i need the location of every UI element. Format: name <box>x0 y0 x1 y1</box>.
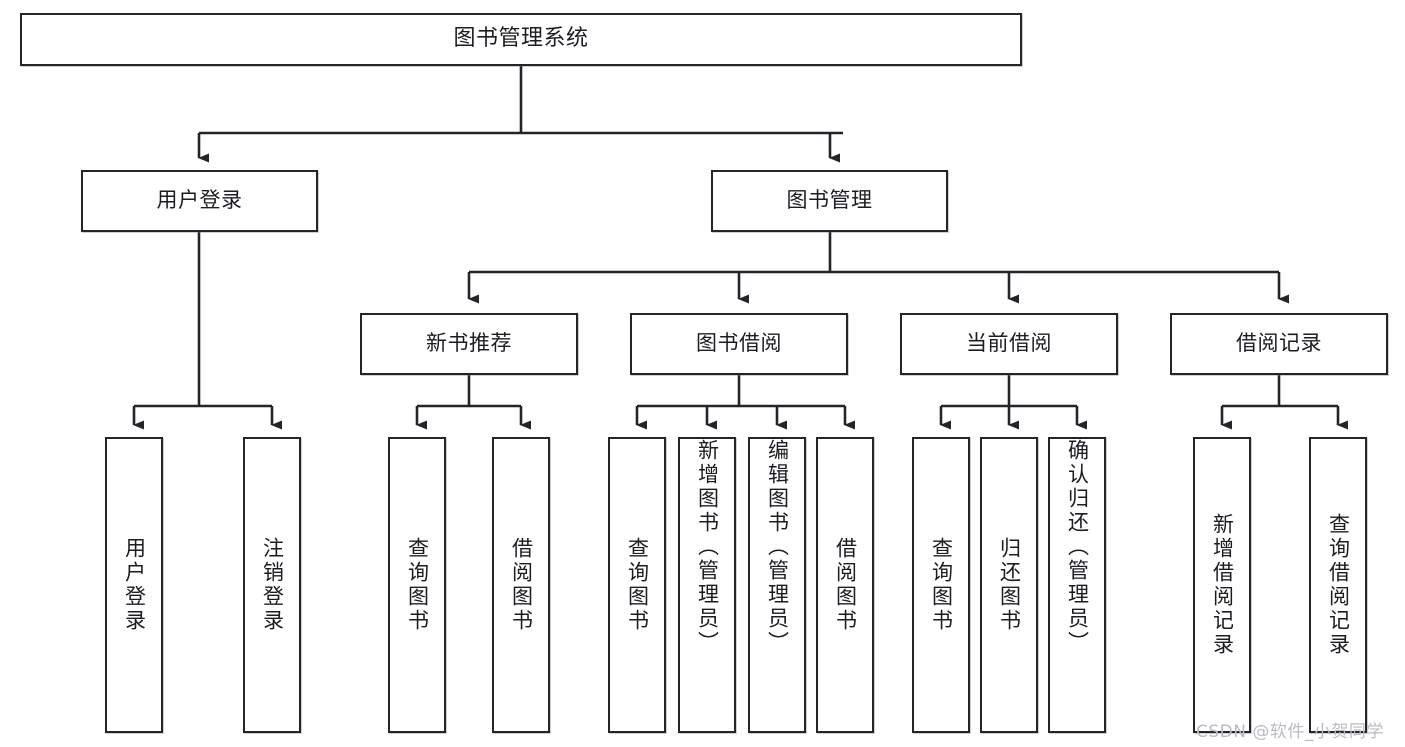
node-label: 当前借阅 <box>966 331 1052 356</box>
node-leaf-borrow-book[interactable]: 借阅图书 <box>816 437 874 733</box>
node-label: 编辑图书（管理员） <box>765 439 790 655</box>
node-leaf-return-book[interactable]: 归还图书 <box>980 437 1038 733</box>
node-leaf-user-login[interactable]: 用户登录 <box>105 437 163 733</box>
node-label: 新增借阅记录 <box>1210 513 1235 657</box>
node-label: 查询图书 <box>929 537 954 633</box>
node-leaf-borrow-book-recommend[interactable]: 借阅图书 <box>492 437 550 733</box>
node-label: 借阅记录 <box>1236 331 1322 356</box>
node-label: 图书管理 <box>786 188 873 213</box>
node-leaf-query-book-borrow[interactable]: 查询图书 <box>608 437 666 733</box>
node-label: 新增图书（管理员） <box>695 439 720 655</box>
node-new-book-recommend[interactable]: 新书推荐 <box>360 313 578 375</box>
node-label: 借阅图书 <box>833 537 858 633</box>
node-leaf-query-borrow-record[interactable]: 查询借阅记录 <box>1309 437 1367 733</box>
node-root-system[interactable]: 图书管理系统 <box>20 13 1022 66</box>
node-label: 用户登录 <box>156 188 243 213</box>
node-leaf-add-book[interactable]: 新增图书（管理员） <box>678 437 736 733</box>
node-label: 查询借阅记录 <box>1326 513 1351 657</box>
node-leaf-query-book-current[interactable]: 查询图书 <box>912 437 970 733</box>
node-leaf-query-book-recommend[interactable]: 查询图书 <box>388 437 446 733</box>
node-label: 用户登录 <box>122 537 147 633</box>
node-book-borrow[interactable]: 图书借阅 <box>630 313 848 375</box>
watermark-csdn: CSDN @软件_小贺同学 <box>1196 722 1384 742</box>
node-label: 注销登录 <box>260 537 285 633</box>
node-user-login[interactable]: 用户登录 <box>81 170 318 232</box>
node-label: 借阅图书 <box>509 537 534 633</box>
node-label: 图书借阅 <box>696 331 782 356</box>
node-label: 归还图书 <box>997 537 1022 633</box>
node-leaf-logout-login[interactable]: 注销登录 <box>243 437 301 733</box>
node-leaf-confirm-return[interactable]: 确认归还（管理员） <box>1048 437 1106 733</box>
node-label: 确认归还（管理员） <box>1065 439 1090 655</box>
node-book-management[interactable]: 图书管理 <box>711 170 948 232</box>
node-label: 新书推荐 <box>426 331 512 356</box>
node-label: 查询图书 <box>625 537 650 633</box>
node-borrow-record[interactable]: 借阅记录 <box>1170 313 1388 375</box>
node-leaf-edit-book[interactable]: 编辑图书（管理员） <box>748 437 806 733</box>
node-label: 查询图书 <box>405 537 430 633</box>
node-label: 图书管理系统 <box>453 26 589 52</box>
node-leaf-add-borrow-record[interactable]: 新增借阅记录 <box>1193 437 1251 733</box>
node-current-borrow[interactable]: 当前借阅 <box>900 313 1118 375</box>
